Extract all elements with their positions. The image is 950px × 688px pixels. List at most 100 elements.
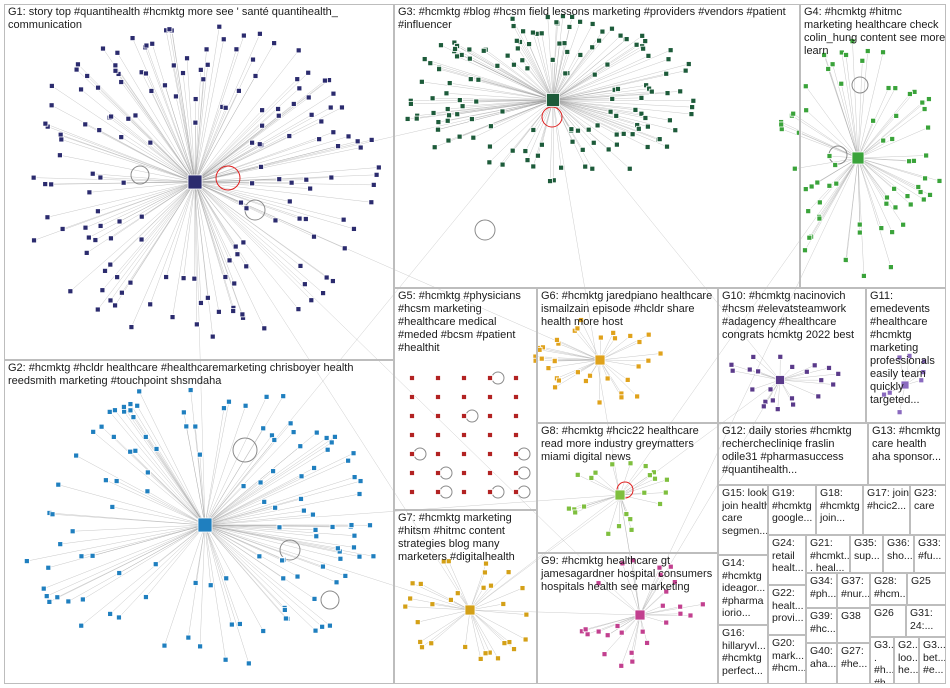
vertex-node bbox=[48, 102, 55, 109]
vertex-node bbox=[312, 627, 319, 634]
group-box-g40: G40: aha... bbox=[806, 643, 837, 684]
vertex-node bbox=[477, 656, 484, 662]
edge bbox=[456, 56, 554, 101]
vertex-node bbox=[662, 489, 669, 496]
vertex-node bbox=[354, 138, 361, 145]
edge bbox=[194, 125, 263, 183]
edge bbox=[194, 78, 298, 183]
vertex-node bbox=[596, 399, 603, 406]
edge bbox=[819, 157, 859, 203]
edge bbox=[82, 524, 206, 600]
edge bbox=[599, 353, 661, 361]
vertex-node bbox=[791, 165, 798, 172]
vertex-node bbox=[356, 491, 363, 497]
vertex-node bbox=[127, 401, 134, 407]
edge bbox=[446, 93, 554, 101]
vertex-node bbox=[320, 563, 326, 570]
edge bbox=[59, 154, 196, 183]
vertex-node bbox=[192, 580, 199, 586]
vertex-node bbox=[435, 413, 441, 419]
vertex-node bbox=[295, 47, 302, 54]
vertex-node bbox=[320, 290, 326, 296]
edge bbox=[194, 181, 235, 284]
vertex-node bbox=[435, 470, 441, 476]
group-label-g11: G11: emedevents #healthcare #hcmktg mark… bbox=[870, 290, 935, 406]
edge bbox=[109, 411, 206, 526]
edge bbox=[33, 177, 196, 183]
edge bbox=[194, 72, 309, 183]
edge bbox=[805, 86, 859, 159]
vertex-node bbox=[461, 394, 467, 400]
vertex-node bbox=[226, 398, 232, 405]
edge bbox=[552, 99, 609, 150]
group-box-g19: G19: #hcmktg google... bbox=[768, 485, 816, 535]
vertex-node bbox=[663, 70, 670, 77]
edge bbox=[412, 583, 471, 611]
edge bbox=[194, 181, 312, 301]
vertex-node bbox=[310, 511, 316, 518]
edge bbox=[204, 524, 338, 549]
vertex-node bbox=[789, 395, 795, 402]
vertex-node bbox=[328, 174, 335, 181]
edge bbox=[204, 524, 331, 626]
edge bbox=[60, 524, 206, 545]
edge bbox=[552, 99, 617, 117]
vertex-node bbox=[231, 280, 238, 287]
vertex-node bbox=[821, 52, 827, 58]
vertex-node bbox=[429, 95, 436, 102]
vertex-node bbox=[59, 226, 66, 232]
vertex-node bbox=[143, 42, 150, 49]
edge bbox=[489, 99, 554, 163]
vertex-node bbox=[127, 279, 134, 286]
vertex-node bbox=[461, 451, 467, 457]
vertex-node bbox=[547, 178, 553, 184]
vertex-node bbox=[461, 470, 467, 476]
edge bbox=[46, 524, 206, 597]
vertex-node bbox=[851, 151, 865, 165]
edge bbox=[194, 90, 240, 183]
vertex-node bbox=[367, 522, 373, 529]
edge bbox=[204, 449, 328, 526]
group-label-g4: G4: #hcmktg #hitmc marketing healthcare … bbox=[804, 6, 946, 57]
vertex-node bbox=[191, 275, 198, 282]
vertex-node bbox=[513, 451, 519, 457]
vertex-node bbox=[802, 186, 809, 193]
edge bbox=[118, 524, 206, 618]
vertex-node bbox=[513, 432, 519, 438]
group-label-g24: G24: retail healt... bbox=[772, 537, 804, 574]
edge bbox=[58, 484, 206, 526]
edge bbox=[119, 181, 196, 222]
vertex-node bbox=[688, 111, 695, 118]
vertex-node bbox=[197, 643, 203, 650]
edge bbox=[552, 99, 694, 102]
vertex-node bbox=[544, 14, 551, 20]
vertex-node bbox=[260, 425, 267, 432]
vertex-node bbox=[519, 57, 526, 64]
vertex-node bbox=[520, 28, 527, 35]
vertex-node bbox=[288, 179, 295, 186]
edge bbox=[791, 115, 859, 159]
vertex-node bbox=[298, 473, 305, 480]
edge bbox=[93, 431, 206, 526]
vertex-node bbox=[790, 401, 796, 408]
vertex-node bbox=[138, 236, 145, 243]
vertex-node bbox=[409, 432, 415, 438]
group-label-g14: G14: #hcmktg ideagor... #pharma iorio... bbox=[722, 557, 766, 619]
vertex-node bbox=[856, 229, 863, 236]
vertex-node bbox=[276, 524, 283, 531]
vertex-node bbox=[197, 517, 213, 533]
vertex-node bbox=[312, 527, 319, 533]
vertex-node bbox=[138, 213, 145, 220]
vertex-node bbox=[207, 582, 214, 589]
edge bbox=[194, 136, 349, 183]
edge bbox=[182, 73, 196, 183]
vertex-node bbox=[803, 368, 810, 375]
edge bbox=[194, 181, 276, 221]
vertex-node bbox=[134, 402, 141, 409]
edge bbox=[194, 181, 196, 279]
edge bbox=[146, 45, 196, 183]
edge bbox=[186, 58, 196, 183]
vertex-node bbox=[148, 88, 155, 94]
edge bbox=[448, 99, 554, 141]
